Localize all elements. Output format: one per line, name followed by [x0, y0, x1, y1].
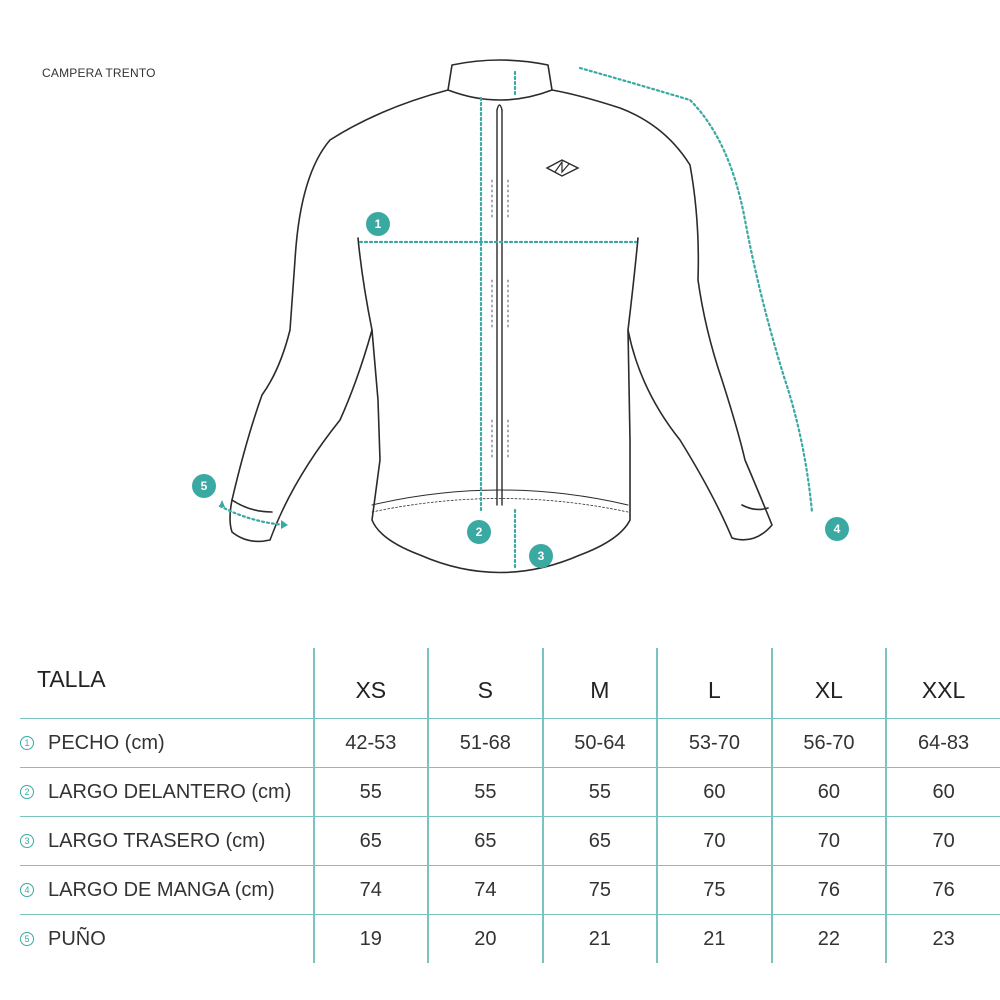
- table-row: 1 PECHO (cm) 42-53 51-68 50-64 53-70 56-7…: [20, 718, 1000, 768]
- table-cell: 65: [427, 816, 543, 866]
- svg-text:4: 4: [834, 522, 841, 536]
- size-col-xxl: XXL: [885, 648, 1000, 719]
- left-cuff: [231, 499, 273, 513]
- table-cell: 20: [427, 914, 543, 963]
- table-row: 3 LARGO TRASERO (cm) 65 65 65 70 70 70: [20, 816, 1000, 866]
- row-label: LARGO TRASERO (cm): [48, 829, 266, 852]
- number-5-icon: 5: [20, 932, 34, 946]
- table-cell: 55: [312, 767, 429, 817]
- table-cell: 22: [770, 914, 887, 963]
- size-col-xs: XS: [312, 648, 429, 719]
- svg-text:2: 2: [476, 525, 483, 539]
- table-cell: 21: [656, 914, 772, 963]
- number-1-icon: 1: [20, 736, 34, 750]
- cuff-measure-line: [218, 504, 287, 527]
- hem-band: [371, 489, 629, 506]
- table-cell: 74: [427, 865, 543, 915]
- table-cell: 53-70: [656, 718, 772, 768]
- table-cell: 55: [427, 767, 543, 817]
- table-cell: 23: [885, 914, 1000, 963]
- table-cell: 21: [541, 914, 658, 963]
- svg-text:3: 3: [538, 549, 545, 563]
- table-cell: 60: [770, 767, 887, 817]
- collar-outline: [447, 59, 553, 101]
- marker-4: 4: [825, 517, 849, 541]
- size-col-m: M: [541, 648, 658, 719]
- row-label: LARGO DE MANGA (cm): [48, 878, 275, 901]
- table-cell: 60: [656, 767, 772, 817]
- jacket-body-outline: [229, 89, 773, 574]
- row-label: LARGO DELANTERO (cm): [48, 780, 292, 803]
- marker-3: 3: [529, 544, 553, 568]
- number-3-icon: 3: [20, 834, 34, 848]
- product-name: CAMPERA TRENTO: [42, 66, 156, 80]
- table-cell: 70: [770, 816, 887, 866]
- size-col-l: L: [656, 648, 772, 719]
- table-cell: 65: [312, 816, 429, 866]
- number-2-icon: 2: [20, 785, 34, 799]
- marker-5: 5: [192, 474, 216, 498]
- table-cell: 56-70: [770, 718, 887, 768]
- right-cuff: [741, 504, 769, 511]
- table-row: 4 LARGO DE MANGA (cm) 74 74 75 75 76 76: [20, 865, 1000, 915]
- table-cell: 51-68: [427, 718, 543, 768]
- header-label: TALLA: [37, 665, 106, 692]
- table-header-row: TALLA XS S M L XL XXL: [20, 648, 1000, 719]
- table-cell: 75: [656, 865, 772, 915]
- table-cell: 42-53: [312, 718, 429, 768]
- table-cell: 76: [885, 865, 1000, 915]
- table-cell: 50-64: [541, 718, 658, 768]
- svg-text:1: 1: [375, 217, 382, 231]
- sleeve-length-line: [578, 66, 814, 514]
- zipper: [496, 109, 503, 506]
- table-row: 5 PUÑO 19 20 21 21 22 23: [20, 914, 1000, 963]
- brand-logo: [545, 159, 580, 177]
- size-col-s: S: [427, 648, 543, 719]
- table-cell: 75: [541, 865, 658, 915]
- size-table: TALLA XS S M L XL XXL 1 PECHO (cm) 42-53 …: [20, 648, 1000, 963]
- marker-1: 1: [366, 212, 390, 236]
- row-label: PECHO (cm): [48, 731, 165, 754]
- size-col-xl: XL: [770, 648, 887, 719]
- marker-2: 2: [467, 520, 491, 544]
- table-cell: 65: [541, 816, 658, 866]
- table-cell: 60: [885, 767, 1000, 817]
- number-4-icon: 4: [20, 883, 34, 897]
- table-cell: 74: [312, 865, 429, 915]
- right-sleeve-seam: [627, 237, 639, 331]
- table-cell: 76: [770, 865, 887, 915]
- row-label: PUÑO: [48, 927, 106, 950]
- table-cell: 70: [885, 816, 1000, 866]
- table-row: 2 LARGO DELANTERO (cm) 55 55 55 60 60 60: [20, 767, 1000, 817]
- svg-text:5: 5: [201, 479, 208, 493]
- left-sleeve-seam: [357, 237, 373, 331]
- table-cell: 55: [541, 767, 658, 817]
- table-cell: 64-83: [885, 718, 1000, 768]
- jacket-illustration: 1 2 3 4 5: [192, 59, 849, 574]
- table-cell: 70: [656, 816, 772, 866]
- table-cell: 19: [312, 914, 429, 963]
